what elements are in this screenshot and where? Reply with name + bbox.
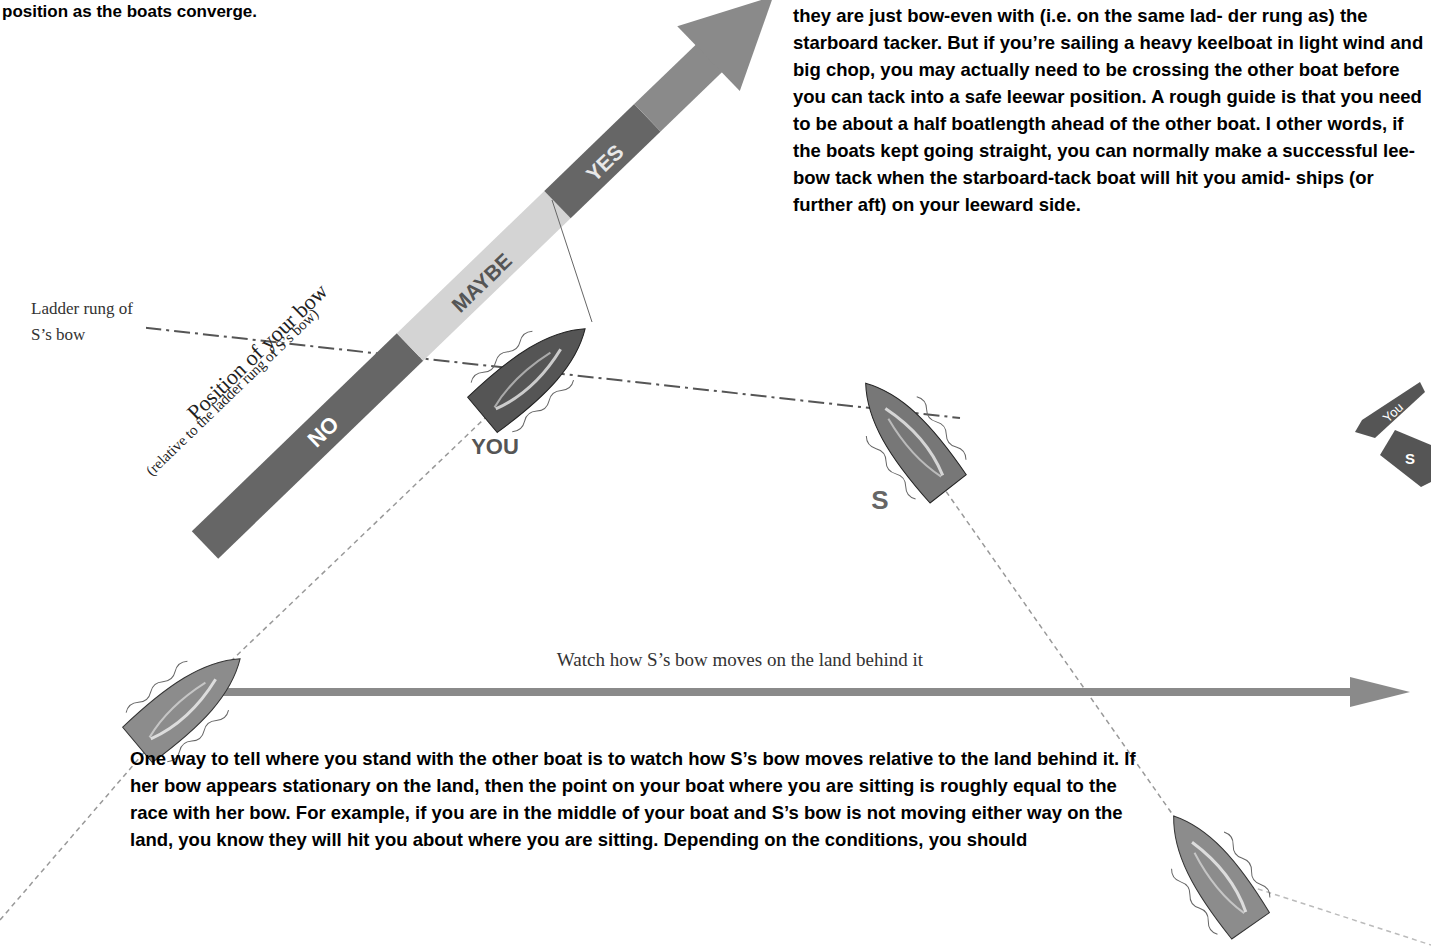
arrow-title: Position of your bow	[182, 278, 333, 425]
watch-arrow	[210, 677, 1410, 707]
leader-line	[552, 200, 592, 322]
inset-label: S	[1405, 450, 1415, 467]
heading-fragment: position as the boats converge.	[2, 2, 402, 22]
boat-label: S	[871, 485, 888, 516]
position-arrow	[174, 0, 805, 577]
boat-label: YOU	[471, 434, 519, 460]
explanation-paragraph: One way to tell where you stand with the…	[130, 745, 1145, 853]
ladder-rung-label: Ladder rung of S’s bow	[28, 296, 146, 348]
arrow-label: Watch how S’s bow moves on the land behi…	[557, 649, 923, 671]
explanation-paragraph: they are just bow-even with (i.e. on the…	[793, 2, 1429, 218]
inset-boats	[1355, 382, 1431, 487]
